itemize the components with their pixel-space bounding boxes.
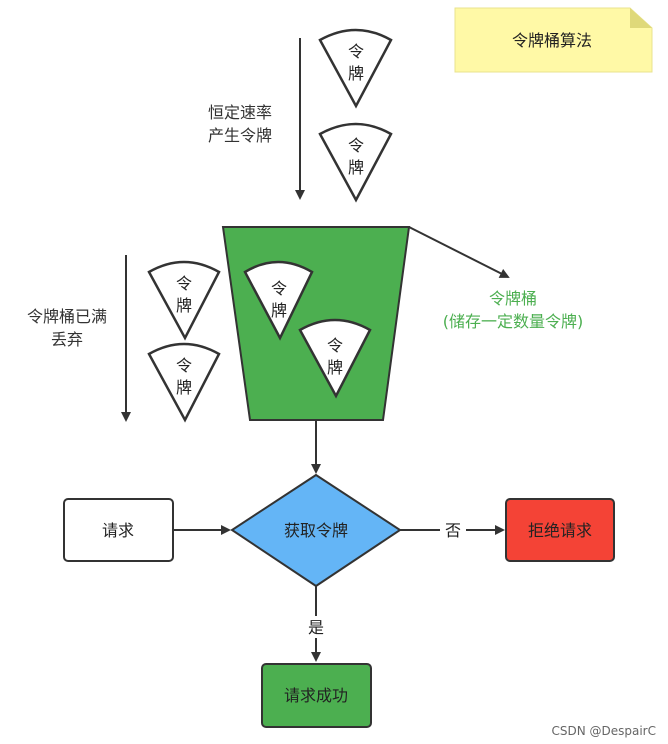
token-char: 令 xyxy=(348,42,364,61)
success-node-label: 请求成功 xyxy=(284,686,348,705)
token-char: 令 xyxy=(176,356,192,375)
title-note: 令牌桶算法 xyxy=(454,7,653,73)
token-top-2: 令 牌 xyxy=(318,122,393,203)
bucket-full-label-line2: 丢弃 xyxy=(51,330,83,349)
bucket-label-line1: 令牌桶 xyxy=(489,289,537,308)
token-discard-1: 令 牌 xyxy=(147,260,221,341)
token-char: 牌 xyxy=(176,296,192,315)
token-char: 令 xyxy=(176,274,192,293)
bucket-label-line2: (储存一定数量令牌) xyxy=(443,312,584,331)
token-top-1: 令 牌 xyxy=(318,28,393,109)
token-char: 令 xyxy=(348,136,364,155)
token-discard-2: 令 牌 xyxy=(147,342,221,423)
token-in-bucket-2: 令 牌 xyxy=(298,318,372,399)
token-char: 牌 xyxy=(176,378,192,397)
no-edge-label: 否 xyxy=(445,521,461,540)
token-char: 令 xyxy=(271,279,287,298)
request-node: 请求 xyxy=(63,498,174,562)
token-char: 牌 xyxy=(271,301,287,320)
token-char: 牌 xyxy=(348,158,364,177)
token-char: 牌 xyxy=(348,64,364,83)
bucket-full-label-line1: 令牌桶已满 xyxy=(27,307,107,326)
reject-node-label: 拒绝请求 xyxy=(528,521,592,540)
token-in-bucket-1: 令 牌 xyxy=(243,260,314,341)
get-token-decision: 获取令牌 xyxy=(230,473,402,588)
fixed-rate-label-line1: 恒定速率 xyxy=(208,103,272,122)
watermark: CSDN @DespairC xyxy=(551,724,656,738)
fixed-rate-label-line2: 产生令牌 xyxy=(208,126,272,145)
request-node-label: 请求 xyxy=(102,521,134,540)
bucket-label-arrow xyxy=(408,226,510,278)
yes-edge-label: 是 xyxy=(308,618,324,637)
note-text: 令牌桶算法 xyxy=(512,31,592,50)
reject-node: 拒绝请求 xyxy=(505,498,615,562)
get-token-label: 获取令牌 xyxy=(284,521,348,540)
token-char: 牌 xyxy=(327,358,343,377)
success-node: 请求成功 xyxy=(261,663,372,728)
token-char: 令 xyxy=(327,336,343,355)
